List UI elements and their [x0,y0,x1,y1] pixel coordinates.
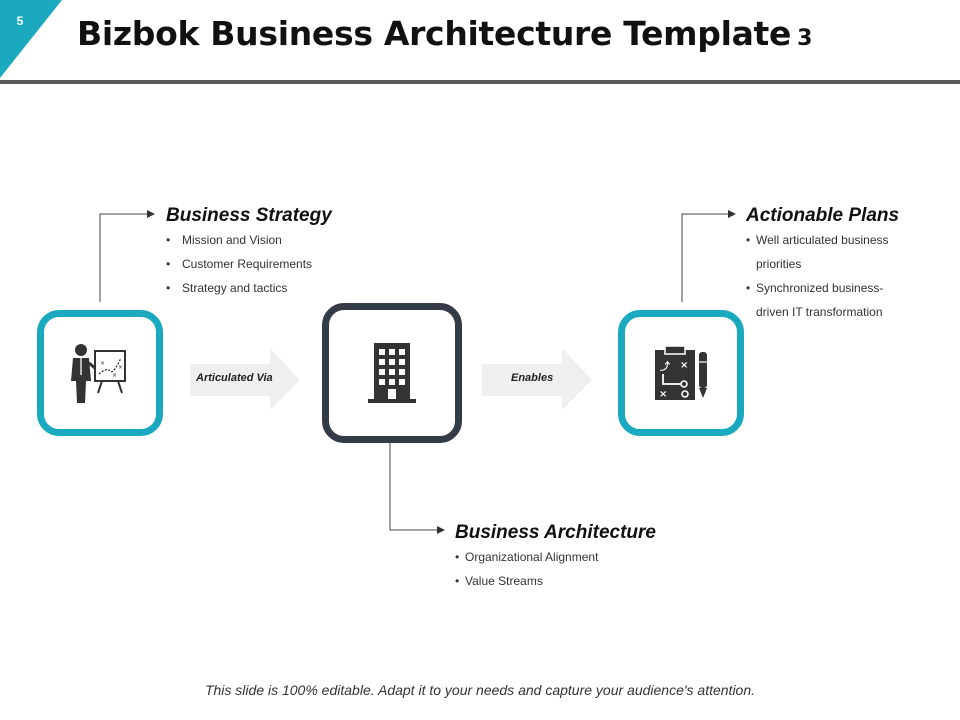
list-item: •Synchronized business- [746,281,884,295]
connector-strategy [99,210,155,302]
footer-note: This slide is 100% editable. Adapt it to… [204,682,756,698]
slide-number: 5 [16,14,24,28]
connector-plans [681,210,736,302]
svg-text:×: × [680,360,688,371]
flow-arrow-2 [482,348,592,410]
svg-text:⤴: ⤴ [660,360,671,373]
header-divider [0,80,960,84]
title-text: Bizbok Business Architecture Template [77,14,792,53]
flow-arrow-1-label: Articulated Via [196,372,273,384]
list-item: •Organizational Alignment [455,550,599,564]
actionable-plans-box: ⤴ × × [618,310,744,436]
business-architecture-list: •Organizational Alignment •Value Streams [455,545,598,593]
svg-text:×: × [100,360,105,367]
list-item: •Customer Requirements [166,257,313,271]
title-number: 3 [797,26,813,51]
actionable-plans-heading: Actionable Plans [746,205,900,226]
actionable-plans-list: •Well articulated business priorities •S… [746,228,889,324]
flow-arrow-1 [190,348,300,410]
svg-text:×: × [659,389,667,400]
business-strategy-heading: Business Strategy [166,205,332,226]
list-item: priorities [756,257,802,271]
svg-text:×: × [118,364,123,371]
business-architecture-heading: Business Architecture [455,522,656,543]
list-item: •Strategy and tactics [166,281,288,295]
flow-arrow-2-label: Enables [511,372,554,384]
building-icon [368,343,416,403]
list-item: driven IT transformation [756,305,883,319]
list-item: •Well articulated business [746,233,889,247]
list-item: •Mission and Vision [166,233,282,247]
list-item: •Value Streams [455,574,543,588]
presenter-icon: × × × [71,344,126,403]
svg-text:×: × [112,372,117,379]
strategy-plan-icon: ⤴ × × [655,345,707,400]
business-strategy-list: •Mission and Vision •Customer Requiremen… [166,228,312,300]
business-architecture-box [322,303,462,443]
slide-corner-triangle [0,0,62,78]
business-strategy-box: × × × [37,310,163,436]
connector-architecture [389,442,445,534]
